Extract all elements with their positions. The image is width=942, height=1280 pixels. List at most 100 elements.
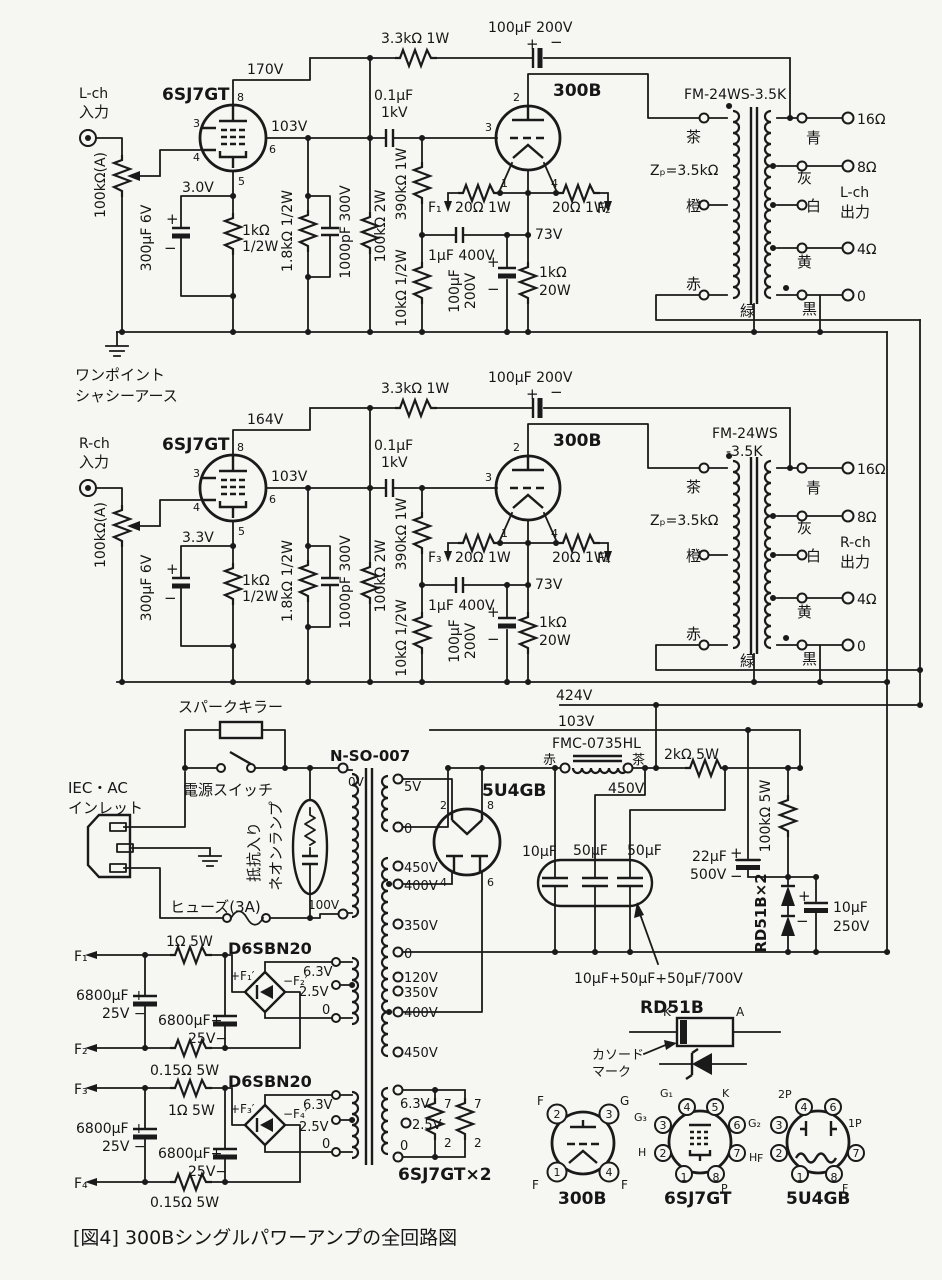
- neon-lamp-label-1: 抵抗入り: [245, 822, 263, 882]
- grid-resistor: [412, 160, 432, 206]
- p5u4-pin4: 4: [801, 1101, 808, 1114]
- speaker-terminal-0[interactable]: [841, 288, 855, 302]
- opt-terminal-red: [698, 289, 710, 301]
- anode-resistor: [298, 208, 318, 254]
- pt-fila-0: [331, 1013, 341, 1023]
- p300b-f3: F: [621, 1178, 628, 1192]
- p300b-pin4: 4: [606, 1166, 613, 1179]
- rectifier-pin4: 4: [440, 876, 447, 889]
- pt-hv-coil: [380, 856, 389, 1058]
- pt-5v: 5V: [404, 780, 421, 795]
- lch-c-coupling-2: 1kV: [381, 105, 408, 121]
- pinout-6sj7-pin3: [654, 1116, 672, 1134]
- iec-inlet[interactable]: [86, 813, 132, 879]
- pt-5v-0: 0: [404, 822, 412, 837]
- rch-v103: 103V: [271, 469, 308, 485]
- rectifier-tube: [432, 807, 502, 877]
- heater-element-2: [455, 1096, 475, 1142]
- rch-opt-yellow: 黄: [797, 603, 812, 621]
- lch-c-decouple-plus: +: [526, 35, 539, 53]
- pt-heater-63: 6.3V: [400, 1097, 430, 1112]
- earth-note-2: シャシーアース: [75, 387, 178, 405]
- rch-opt-orange: 橙: [686, 547, 701, 565]
- heater-pin7b: 7: [474, 1097, 482, 1111]
- block-cap-10uf: 10μF: [522, 844, 557, 860]
- fil1-c1a: 6800μF +: [76, 988, 145, 1004]
- rch-input-label-1: R-ch: [79, 436, 110, 452]
- fil1-c1b: 25V −: [102, 1006, 146, 1022]
- opt-tap-blue: [796, 112, 808, 124]
- bridge-rectifier-1: [243, 970, 287, 1014]
- pinout-300b-envelope: [550, 1110, 616, 1176]
- bridge2-minus: −F₄′: [283, 1107, 308, 1121]
- power-switch-contact-1[interactable]: [216, 763, 226, 773]
- pinout-6sj7-pin5: [706, 1098, 724, 1116]
- rch-v164: 164V: [247, 412, 284, 428]
- rectifier-name: 5U4GB: [482, 781, 546, 801]
- pt-filb-63: 6.3V: [303, 1098, 333, 1113]
- rch-v73: 73V: [535, 577, 563, 593]
- pt-350v-tap-a: [392, 918, 404, 930]
- pt-primary-100v: [337, 908, 349, 920]
- speaker-terminal-16ohm[interactable]: [841, 111, 855, 125]
- p5u4-pin7: 7: [853, 1147, 860, 1160]
- hum-balance-resistor-1: [456, 183, 502, 203]
- psu-rd51b-x2: RD51B×2: [752, 873, 770, 952]
- p6sj7-k: K: [722, 1087, 730, 1100]
- psu-r2k: 2kΩ 5W: [664, 747, 719, 763]
- pt-hv-350b: 350V: [404, 986, 438, 1001]
- choke-core: [573, 754, 622, 763]
- lch-c-cathode-minus: −: [164, 239, 177, 257]
- rch-opt-gray: 灰: [797, 519, 812, 537]
- rch-tap-8: 8Ω: [857, 510, 877, 526]
- fil2-c2b: 25V−: [188, 1164, 227, 1180]
- power-switch-lever[interactable]: [229, 750, 252, 766]
- lch-c-cathode-bypass: 300μF 6V: [139, 204, 155, 271]
- rch-v1-pin3: 3: [193, 467, 200, 480]
- fil2-c1b: 25V −: [102, 1139, 146, 1155]
- f2-arrow: [85, 1044, 97, 1052]
- power-switch-contact-2[interactable]: [246, 763, 256, 773]
- pinout-300b-internals: [567, 1120, 599, 1164]
- lch-opt-red: 赤: [686, 275, 701, 293]
- iec-inlet-label-2: インレット: [68, 799, 143, 817]
- rch-c-cathode300b-plus: +: [487, 603, 500, 621]
- fil1-c2b: 25V−: [188, 1031, 227, 1047]
- lch-v2-pin4: 4: [551, 177, 558, 190]
- psu-c10-plus: +: [798, 887, 811, 905]
- coupling-cap: [384, 129, 395, 147]
- lch-r-load: 100kΩ 2W: [373, 189, 389, 262]
- choke-coil: [571, 767, 629, 775]
- rch-output-2: 出力: [840, 553, 870, 571]
- power-switch-label: 電源スイッチ: [183, 781, 273, 799]
- speaker-terminal-8ohm[interactable]: [841, 159, 855, 173]
- lch-r-hum-2: 20Ω 1W: [552, 200, 608, 216]
- block-cap-note: 10μF+50μF+50μF/700V: [574, 971, 743, 987]
- pinout-5u4-pin3: [770, 1116, 788, 1134]
- lch-input-label-1: L-ch: [79, 86, 108, 102]
- pinout-5u4-name: 5U4GB: [786, 1189, 850, 1209]
- pinout-6sj7-pin7: [728, 1144, 746, 1162]
- rch-c-anode: 1000pF 300V: [338, 535, 354, 629]
- pt-5v-0-tap: [392, 821, 404, 833]
- speaker-terminal-4ohm[interactable]: [841, 241, 855, 255]
- pt-filament-coil-b: [351, 1090, 360, 1160]
- fuse-element: [229, 910, 265, 926]
- pinout-6sj7-pin8: [707, 1165, 725, 1183]
- p6sj7-pin5: 5: [712, 1101, 719, 1114]
- rch-c-bias: 1μF 400V: [428, 598, 495, 614]
- opt-tap-yellow: [796, 242, 808, 254]
- rch-volume-pot: 100kΩ(A): [93, 502, 109, 568]
- p5u4-pin6: 6: [830, 1101, 837, 1114]
- block-cap-pointer-head: [634, 902, 644, 918]
- pt-fila-25v: [331, 980, 341, 990]
- pt-0-tap: [392, 946, 404, 958]
- spark-killer-label: スパークキラー: [178, 698, 283, 716]
- lch-opt-orange: 橙: [686, 197, 701, 215]
